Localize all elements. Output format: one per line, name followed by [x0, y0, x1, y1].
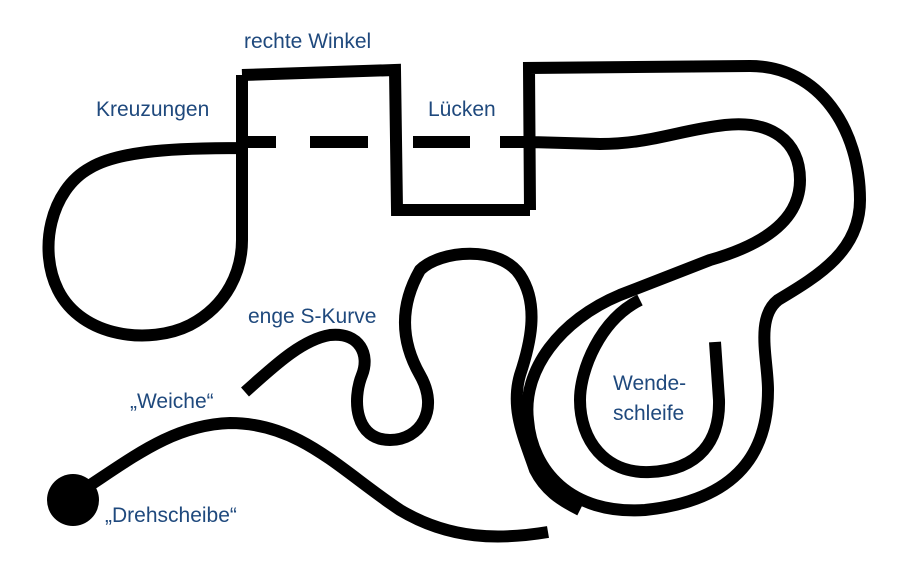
- crossing-loop-track: [42, 75, 248, 342]
- label-switch: „Weiche“: [130, 390, 214, 413]
- label-turnaround-line2: schleife: [613, 402, 684, 425]
- label-turntable: „Drehscheibe“: [105, 504, 237, 527]
- s-curve-track: [241, 247, 583, 516]
- label-turnaround-line1: Wende-: [613, 372, 686, 395]
- label-tight-s-curve: enge S-Kurve: [248, 305, 376, 328]
- outer-loop-track: [521, 59, 867, 517]
- right-angle-track: [241, 63, 530, 216]
- turntable-circle: [47, 474, 99, 526]
- label-gaps: Lücken: [428, 98, 496, 121]
- main-curve-track: [68, 416, 549, 543]
- turnaround-loop-track: [573, 294, 726, 479]
- label-right-angles: rechte Winkel: [244, 30, 371, 53]
- label-crossings: Kreuzungen: [96, 98, 209, 121]
